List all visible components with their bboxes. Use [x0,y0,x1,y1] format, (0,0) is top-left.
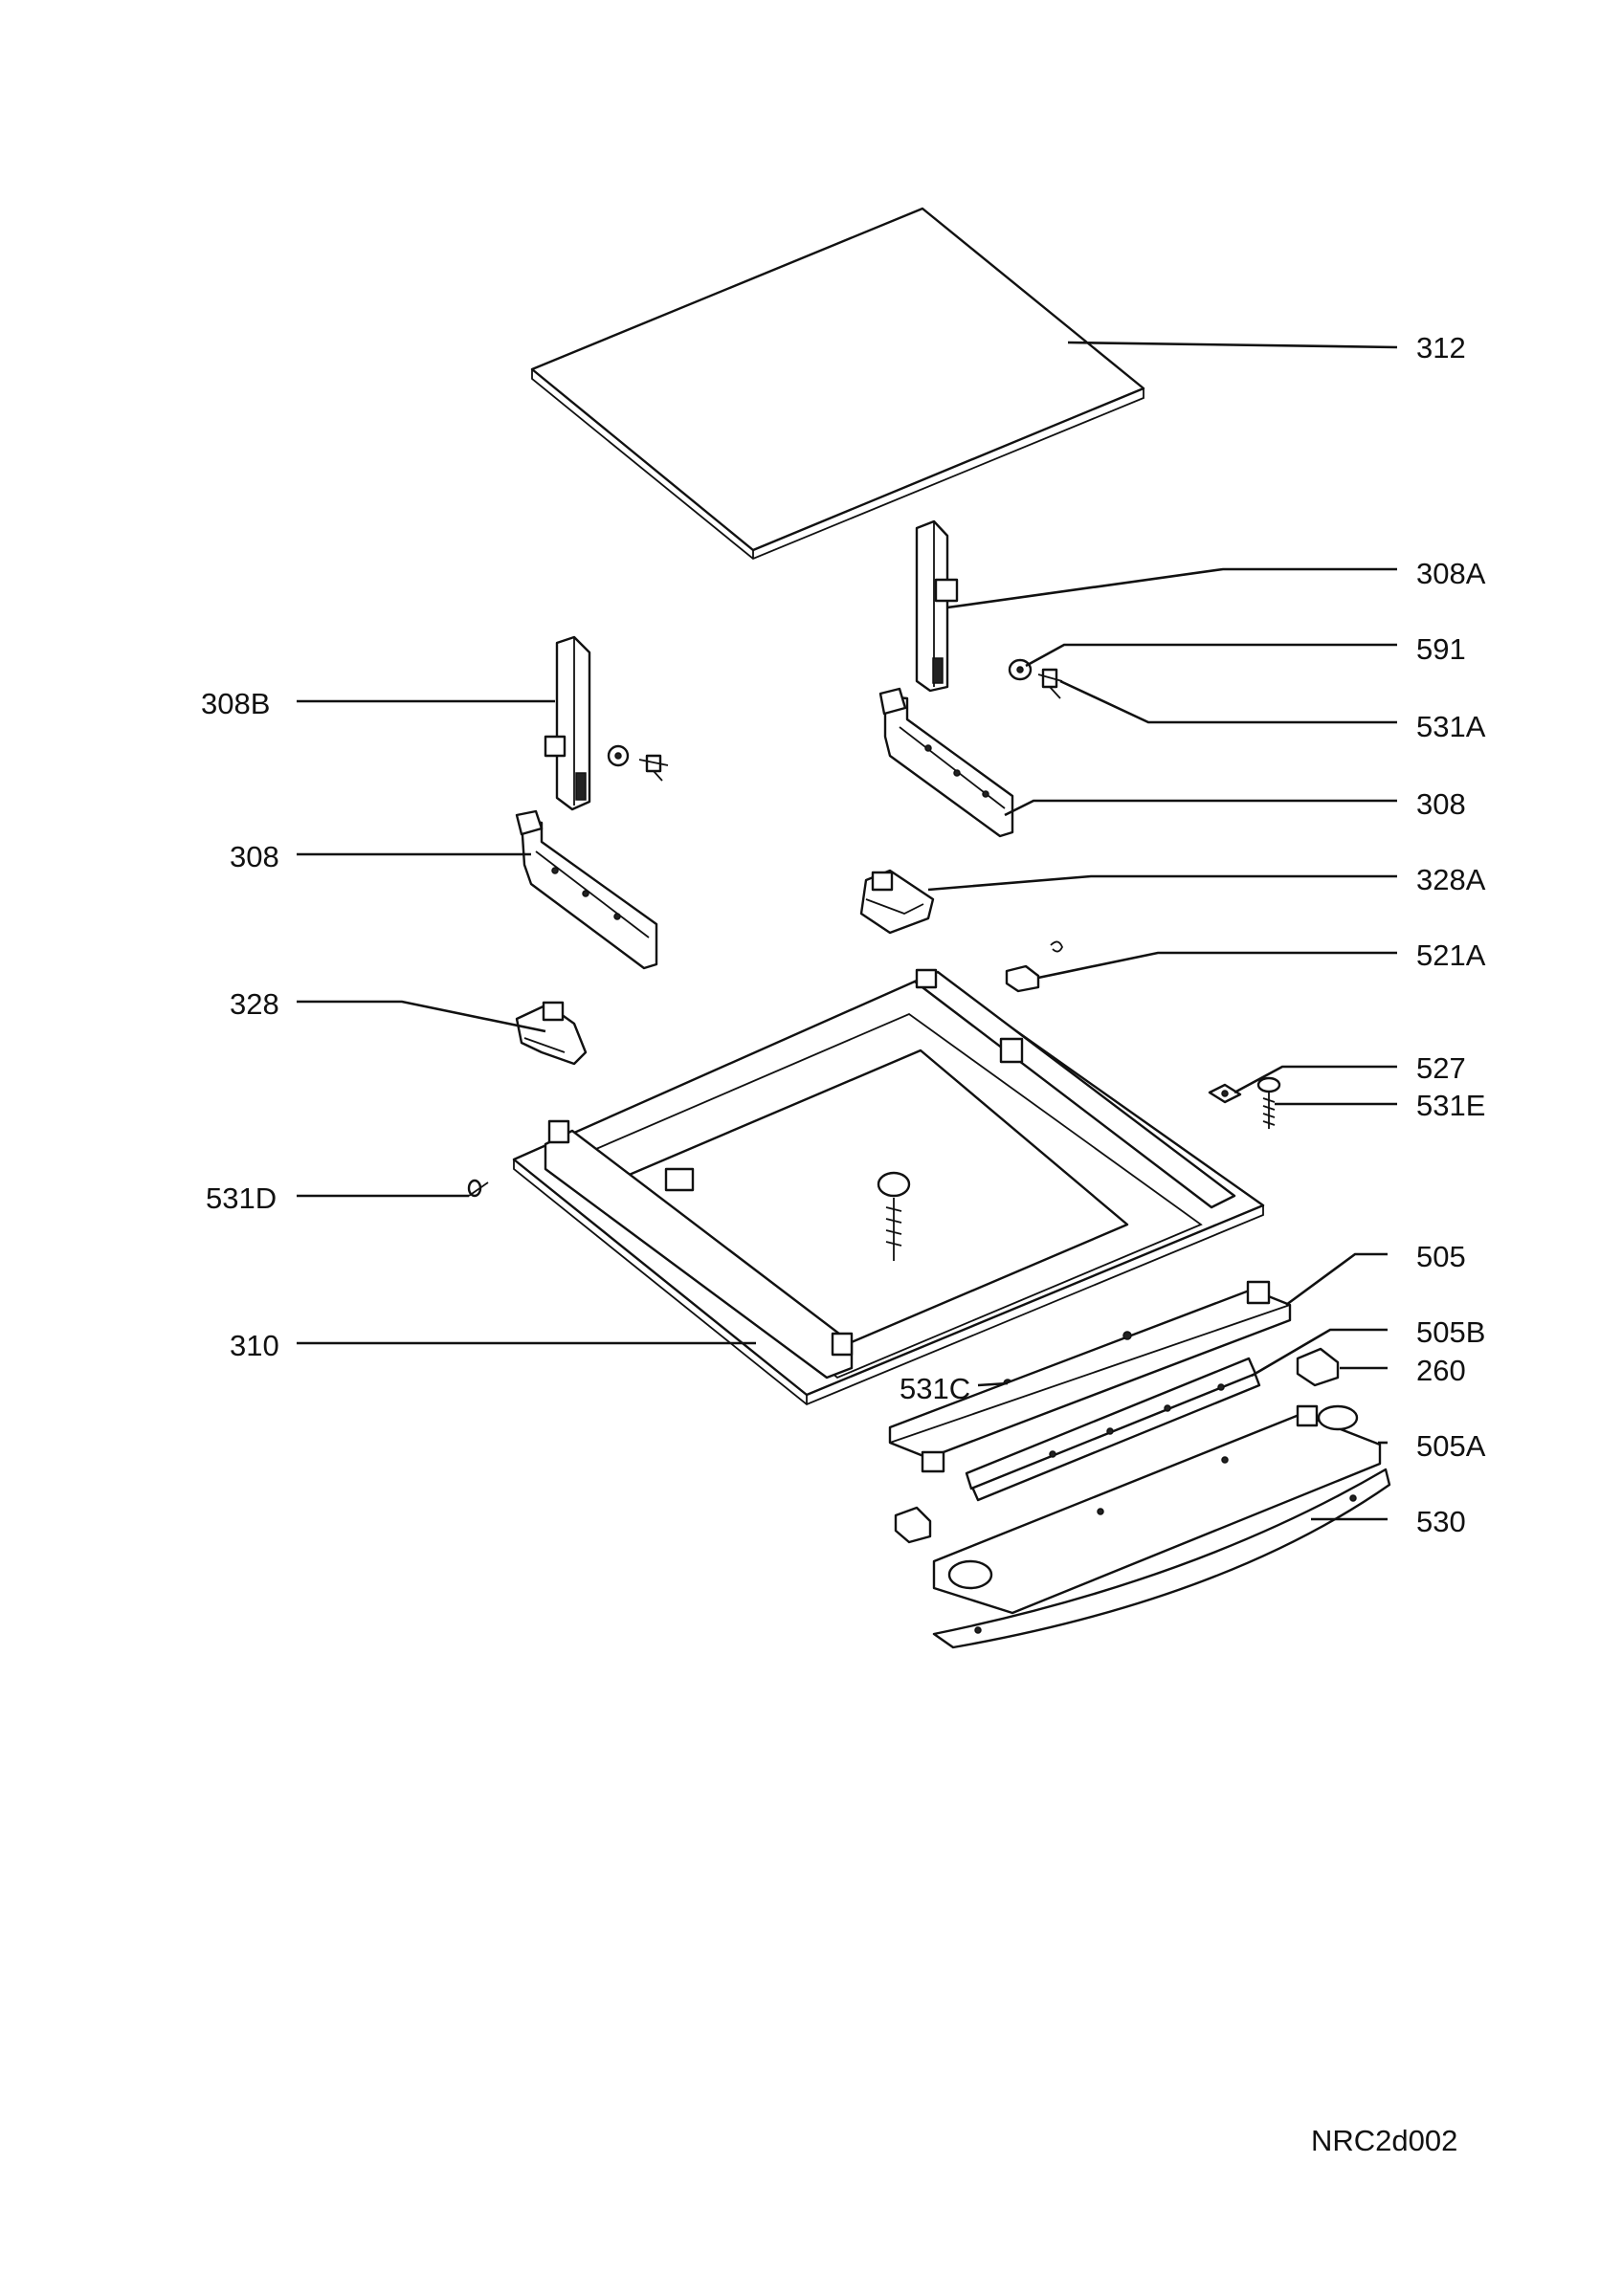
hinge-cover-328 [515,1001,588,1066]
label-308-right: 308 [1416,787,1466,821]
screw-left [638,754,669,782]
label-308A: 308A [1416,557,1486,590]
trim-505A [932,1404,1382,1615]
door-frame-310 [512,968,1265,1406]
end-cap-260 [894,1347,1340,1544]
hinge-308-right [878,687,1014,838]
label-310: 310 [230,1329,279,1362]
label-531A: 531A [1416,710,1486,743]
glass-panel-312 [530,207,1145,561]
hinge-308-left [515,809,658,970]
washer-591 [1008,658,1033,681]
screw-531E [1256,1076,1281,1129]
handle-530 [932,1468,1391,1649]
hinge-bracket-308B [544,635,591,811]
leader-lines [297,341,1398,1521]
label-591: 591 [1416,632,1466,666]
label-328A: 328A [1416,863,1486,896]
label-521A: 521A [1416,938,1486,972]
label-308B: 308B [201,687,271,720]
screw-531D [467,1179,489,1198]
label-260: 260 [1416,1354,1466,1387]
hinge-bracket-308A [915,519,959,693]
washer-left [607,744,630,767]
label-530: 530 [1416,1505,1466,1538]
label-531E: 531E [1416,1089,1486,1122]
label-505: 505 [1416,1240,1466,1273]
trim-rail-505 [888,1280,1292,1473]
label-505A: 505A [1416,1429,1486,1463]
hinge-cover-328A [859,869,935,935]
screw-531A [1037,668,1063,699]
label-328: 328 [230,987,279,1021]
label-308-left: 308 [230,840,279,873]
label-531C: 531C [900,1372,971,1405]
label-312: 312 [1416,331,1466,364]
drawing-code: NRC2d002 [1311,2124,1458,2157]
nut-527 [1208,1083,1242,1104]
clip-521A [1005,940,1063,993]
label-531D: 531D [206,1181,278,1215]
label-505B: 505B [1416,1315,1486,1349]
label-527: 527 [1416,1051,1466,1085]
